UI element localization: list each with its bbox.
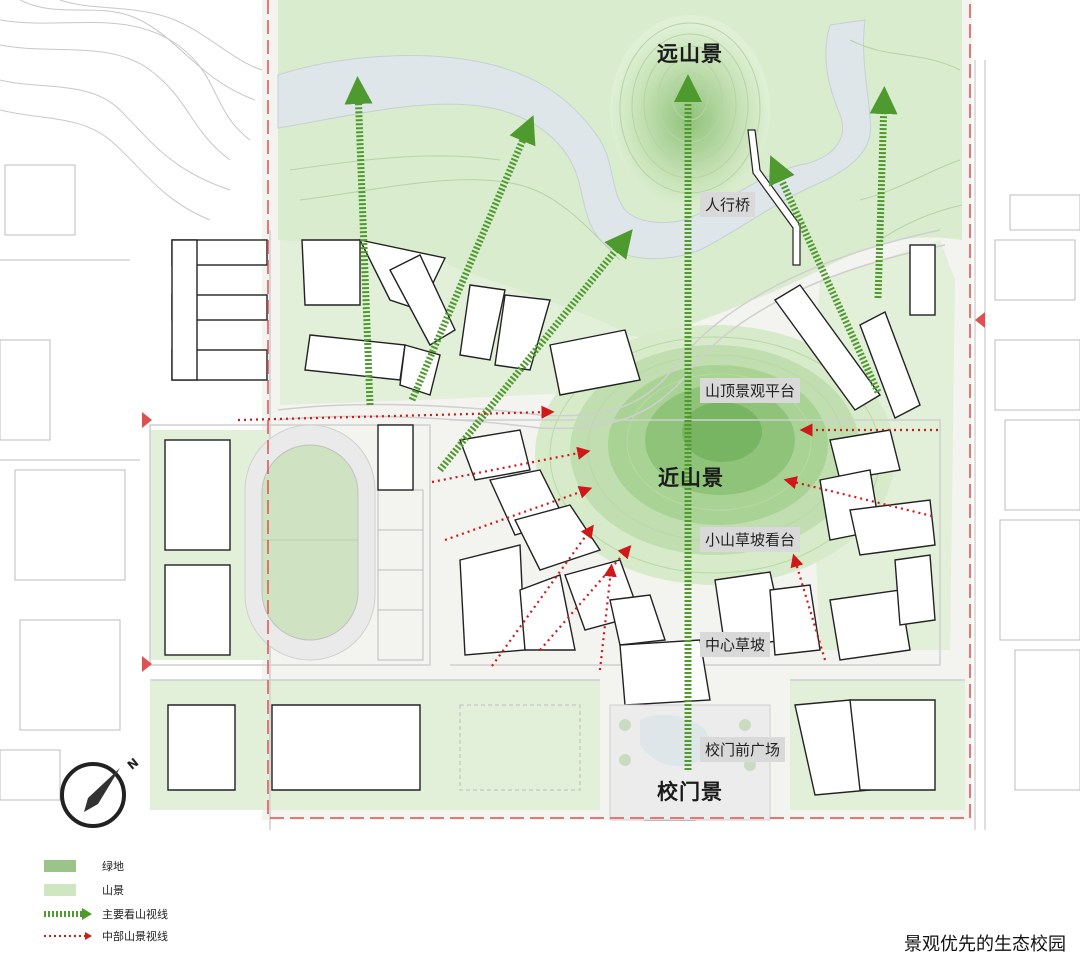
gate-view-label: 校门景 [657, 780, 723, 804]
context-buildings-left [0, 164, 140, 801]
green-dashed-arrow-icon [44, 908, 92, 920]
far-mountain-label: 远山景 [657, 42, 723, 66]
summit-platform-label: 山顶景观平台 [700, 378, 801, 403]
legend-label: 中部山景视线 [102, 930, 168, 943]
legend-item-secondary-sightline: 中部山景视线 [44, 928, 168, 944]
pedestrian-bridge [747, 129, 801, 266]
legend-item-mountain-view: 山景 [44, 882, 124, 898]
running-track [244, 424, 376, 661]
primary-sightlines [344, 74, 898, 770]
legend-item-green-space: 绿地 [44, 858, 124, 874]
site-boundary [267, 0, 971, 819]
central-lawn-label: 中心草坡 [700, 632, 771, 657]
courts [377, 489, 581, 791]
context-contours [0, 0, 263, 221]
legend-swatch-mountain-view [44, 884, 76, 896]
figure-caption: 景观优先的生态校园 [904, 934, 1066, 955]
red-dotted-arrow-icon [44, 932, 92, 940]
pedestrian-bridge-label: 人行桥 [700, 192, 756, 217]
legend-swatch-green-space [44, 860, 76, 872]
river [277, 19, 872, 260]
entrance-markers [142, 312, 985, 672]
legend-item-primary-sightline: 主要看山视线 [44, 906, 168, 922]
legend-label: 绿地 [102, 860, 124, 873]
north-arrow-icon [60, 762, 126, 828]
near-mountain-label: 近山景 [658, 466, 724, 490]
hill-grandstand-label: 小山草坡看台 [700, 527, 801, 552]
gate-plaza-label: 校门前广场 [700, 737, 786, 762]
legend-label: 山景 [102, 884, 124, 897]
context-buildings-right [974, 60, 1080, 830]
secondary-sightlines [237, 405, 938, 671]
north-arrow [58, 760, 128, 830]
legend-label: 主要看山视线 [102, 908, 168, 921]
near-mountain [535, 325, 895, 585]
